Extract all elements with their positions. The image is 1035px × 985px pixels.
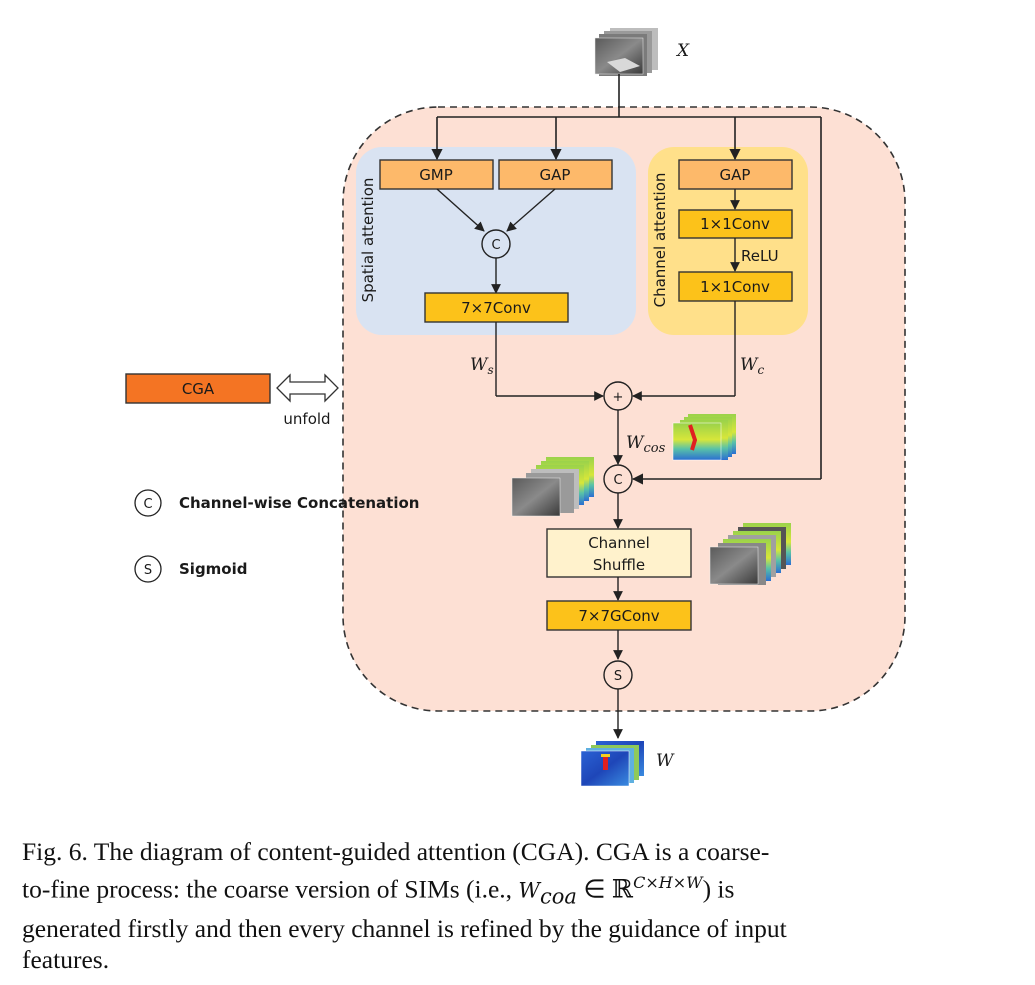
legend-sigmoid-symbol: S (144, 563, 152, 578)
wcos-label: Wcos (626, 433, 666, 456)
caption-line-2: to-fine process: the coarse version of S… (22, 867, 1016, 913)
caption-element-of: ∈ (576, 874, 612, 904)
cga-module-box (125, 373, 271, 404)
channel-conv1-box (678, 209, 793, 239)
legend-concat-label: Channel-wise Concatenation (179, 494, 419, 512)
legend-sigmoid-icon (134, 555, 162, 583)
output-sim-heatmap-icon (580, 741, 644, 787)
sigmoid-symbol: S (614, 669, 622, 684)
legend-concat-icon (134, 489, 162, 517)
legend-concat-symbol: C (143, 497, 152, 512)
unfold-label: unfold (283, 410, 330, 428)
channel-shuffle-label-2: Shuffle (593, 556, 645, 574)
spatial-attention-title: Spatial attention (359, 178, 377, 303)
add-symbol: + (613, 390, 624, 405)
legend-sigmoid-label: Sigmoid (179, 560, 248, 578)
feature-concat-symbol: C (613, 473, 622, 488)
spatial-gap-label: GAP (540, 166, 571, 184)
caption-line-2-text: to-fine process: the coarse version of S… (22, 874, 519, 904)
channel-conv1-label: 1×1Conv (700, 215, 770, 233)
spatial-concat-symbol: C (491, 238, 500, 253)
shuffled-features-icon (709, 523, 791, 585)
relu-label: ReLU (741, 247, 779, 265)
ws-label: Ws (470, 355, 494, 377)
concatenated-features-icon (511, 457, 594, 517)
figure-caption: Fig. 6. The diagram of content-guided at… (22, 836, 1016, 975)
channel-gap-box (678, 159, 793, 190)
channel-conv2-label: 1×1Conv (700, 278, 770, 296)
spatial-gap-box (498, 159, 613, 190)
legend: C Channel-wise Concatenation S Sigmoid (134, 489, 419, 583)
channel-shuffle-label-1: Channel (588, 534, 650, 552)
gmp-label: GMP (419, 166, 453, 184)
caption-line-3: generated firstly and then every channel… (22, 913, 787, 943)
caption-line-2-end: ) is (702, 874, 735, 904)
gconv-label: 7×7GConv (578, 607, 659, 625)
output-label: W (656, 751, 675, 771)
channel-gap-label: GAP (720, 166, 751, 184)
cga-module-label: CGA (182, 380, 215, 398)
input-label: X (675, 41, 690, 61)
input-feature-stack-icon (594, 28, 658, 76)
coarse-sim-heatmap-icon (672, 414, 736, 461)
caption-line-4: features. (22, 944, 110, 974)
cga-diagram: Spatial attention Channel attention X GM… (125, 28, 906, 787)
caption-wcoa-symbol: W (518, 878, 540, 903)
caption-dimensions: C×H×W (633, 873, 703, 892)
wc-label: Wc (740, 355, 764, 377)
channel-shuffle-box (546, 528, 692, 578)
spatial-7x7conv-label: 7×7Conv (461, 299, 531, 317)
gconv-box (546, 600, 692, 631)
caption-real-set: ℝ (611, 874, 634, 905)
gmp-box (379, 159, 494, 190)
channel-attention-title: Channel attention (651, 173, 669, 308)
unfold-arrow-icon (276, 373, 339, 403)
caption-wcoa-subscript: coa (540, 884, 577, 909)
caption-line-1: Fig. 6. The diagram of content-guided at… (22, 837, 770, 866)
